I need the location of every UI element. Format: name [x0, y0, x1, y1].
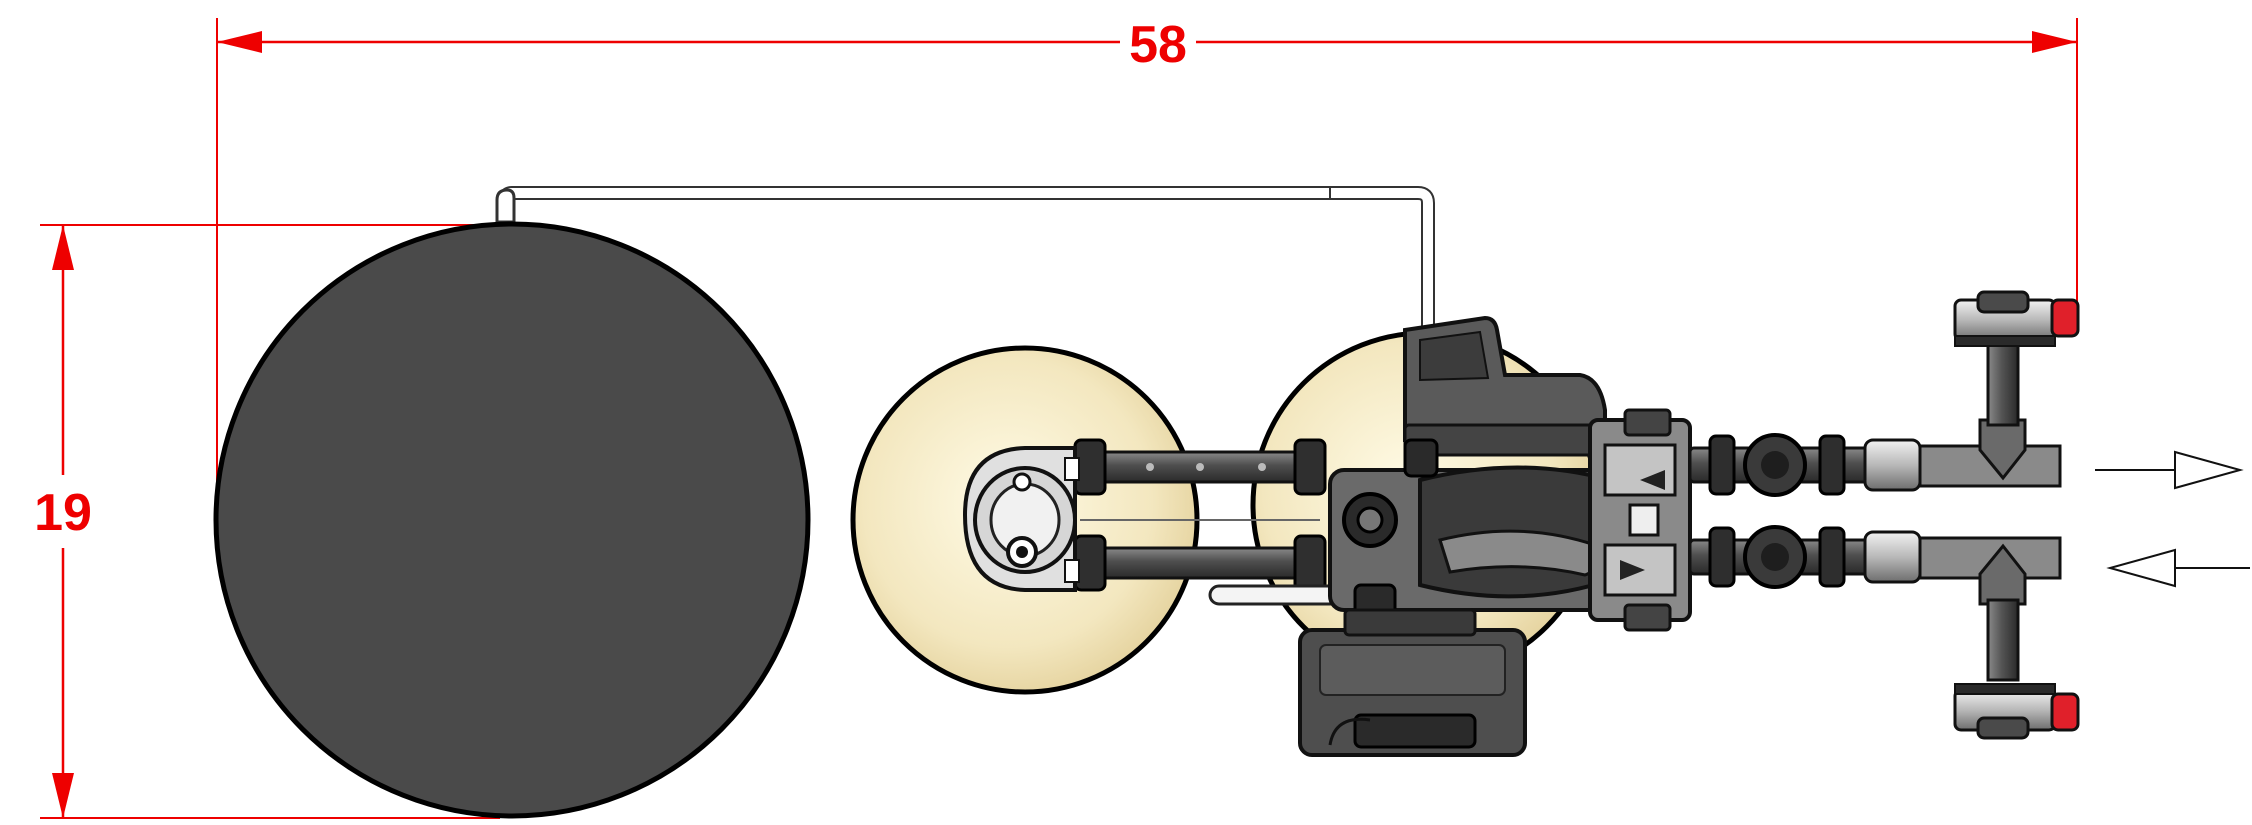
- width-arrowhead-right: [2032, 31, 2077, 53]
- arrow-right-icon: [2174, 450, 2244, 490]
- tank-connection-pipes: [1073, 438, 1342, 606]
- width-dimension-label: 58: [1129, 16, 1187, 74]
- brine-overflow-tube: [495, 186, 1435, 415]
- height-dimension: 19: [34, 224, 500, 819]
- width-dimension: 58: [216, 16, 2078, 510]
- left-tank-head: [962, 446, 1080, 592]
- tube-hook-icon: [495, 188, 516, 224]
- arrow-left-icon: [2106, 548, 2176, 588]
- control-valve-assembly: [1328, 315, 1692, 632]
- red-cap-top: [2050, 298, 2080, 338]
- inlet-flow-arrow: [2106, 548, 2250, 588]
- outlet-flow-arrow: [2095, 450, 2244, 490]
- service-pipework: [1688, 290, 2080, 740]
- height-arrowhead-bottom: [52, 773, 74, 818]
- brine-valve-housing: [1298, 608, 1527, 757]
- brine-tank: [213, 221, 811, 819]
- height-dimension-label: 19: [34, 484, 92, 542]
- red-cap-bottom: [2050, 692, 2080, 732]
- width-arrowhead-left: [217, 31, 262, 53]
- height-arrowhead-top: [52, 225, 74, 270]
